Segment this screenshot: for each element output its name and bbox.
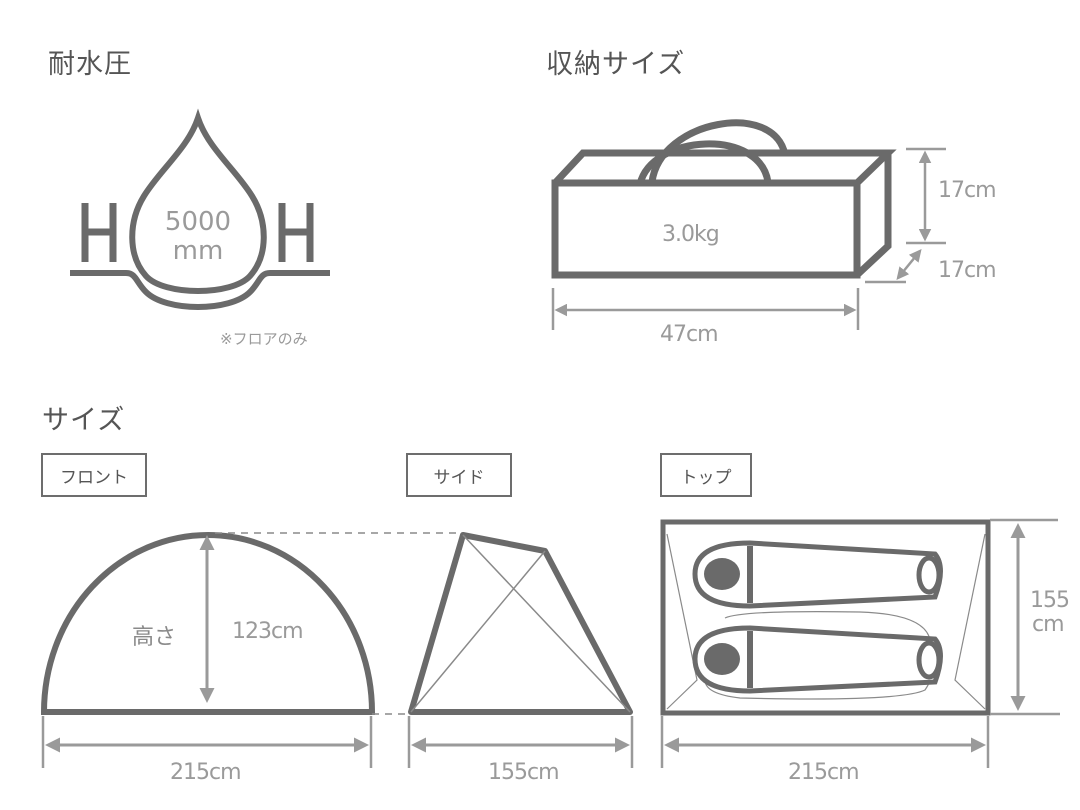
bag-weight: 3.0kg [662, 222, 720, 247]
top-view-diagram [660, 518, 1060, 768]
top-depth-unit: cm [1032, 612, 1065, 637]
bag-dimension-lines [551, 147, 946, 330]
top-view-tag: トップ [660, 453, 752, 497]
floor-only-note: ※フロアのみ [220, 330, 308, 348]
top-width-value: 215cm [788, 760, 860, 785]
front-width-value: 215cm [170, 760, 242, 785]
water-resistance-value: 5000 [164, 207, 232, 237]
sleeping-bag-icon [692, 625, 943, 694]
side-view-tag: サイド [406, 453, 512, 497]
front-view-diagram [40, 532, 462, 768]
size-heading: サイズ [42, 405, 126, 436]
water-resistance-heading: 耐水圧 [48, 49, 132, 80]
water-drop-hydrostatic-icon [70, 108, 330, 310]
top-depth-value: 155 [1030, 588, 1070, 613]
side-width-value: 155cm [488, 760, 560, 785]
bag-depth: 17cm [938, 258, 997, 283]
front-view-tag: フロント [41, 453, 147, 497]
bag-length: 47cm [660, 322, 719, 347]
water-resistance-unit: mm [172, 236, 224, 266]
front-height-value: 123cm [232, 619, 304, 644]
storage-size-heading: 収納サイズ [546, 49, 686, 80]
sleeping-bag-icon [692, 540, 943, 609]
carry-bag-icon [551, 119, 897, 279]
side-view-diagram [407, 532, 634, 768]
bag-height: 17cm [938, 178, 997, 203]
front-height-label: 高さ [132, 625, 177, 650]
